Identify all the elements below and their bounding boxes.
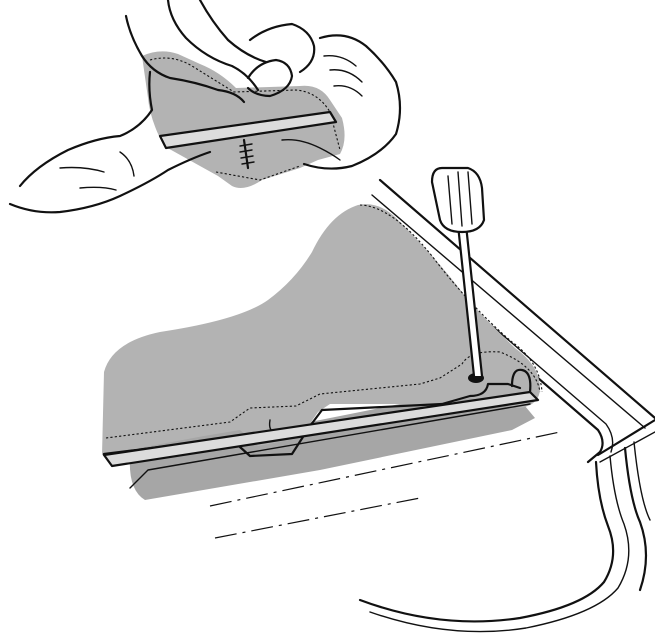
hands-assembly <box>10 0 400 212</box>
frame-apron-curve-inner <box>370 456 629 632</box>
right-hand-knuckle-2 <box>330 70 362 82</box>
frame-leg-edge-inner <box>634 442 650 520</box>
frame-leg-edge <box>625 448 646 590</box>
right-hand-knuckle-1 <box>324 56 356 66</box>
top-hand-finger-3 <box>200 0 266 62</box>
right-hand-knuckle-3 <box>334 86 362 96</box>
frame-apron-curve <box>360 462 613 621</box>
left-hand-lower <box>10 152 210 212</box>
left-hand-knuckle-2 <box>80 187 116 190</box>
left-hand-knuckle-1 <box>60 168 104 173</box>
seat-lower-line <box>215 498 420 538</box>
left-hand-finger <box>120 152 134 176</box>
